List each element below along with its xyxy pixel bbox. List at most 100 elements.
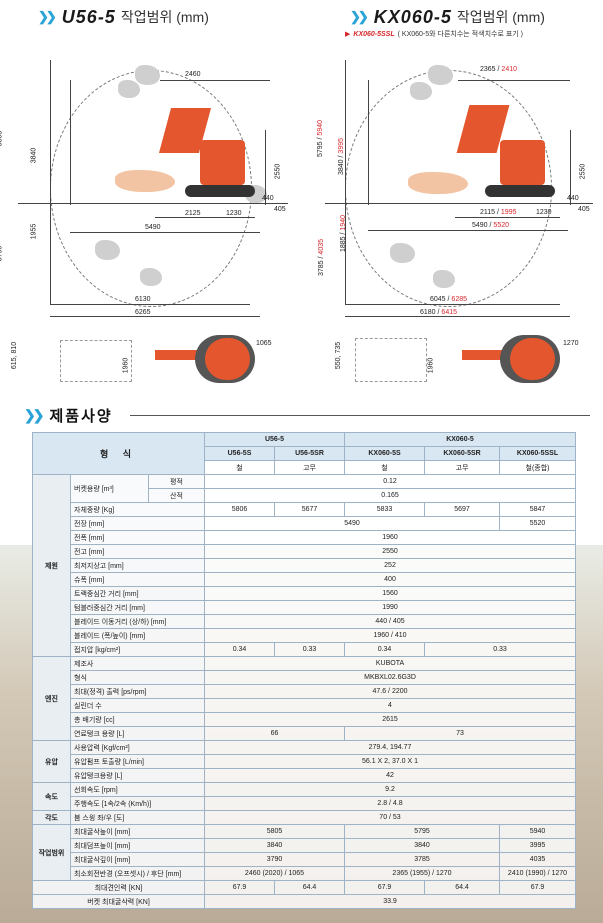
table-row: 각도 붐 스윙 좌/우 [도]70 / 53 bbox=[32, 810, 577, 825]
table-cell: 2365 (1955) / 1270 bbox=[344, 866, 501, 881]
table-cell: 1560 bbox=[203, 586, 577, 601]
table-cell: 3790 bbox=[203, 852, 346, 867]
right-model-name: KX060-5 bbox=[373, 6, 452, 27]
category-cell: 각도 bbox=[32, 810, 71, 825]
top-view-cab bbox=[510, 338, 555, 380]
ghost-bucket bbox=[95, 240, 120, 260]
table-cell: KUBOTA bbox=[203, 656, 577, 671]
table-cell: 5806 bbox=[204, 502, 275, 517]
table-cell: 2550 bbox=[203, 544, 577, 559]
table-cell: 64.4 bbox=[424, 880, 501, 895]
table-cell: 400 bbox=[203, 572, 577, 587]
table-cell: 66 bbox=[203, 726, 346, 741]
table-cell: 0.34 bbox=[204, 642, 275, 657]
chevron-icon: ❯❯ bbox=[350, 9, 369, 24]
spec-section-header: ❯❯ 제품사양 bbox=[24, 405, 113, 426]
table-row: 주행속도 [1속/2속 (Km/h)]2.8 / 4.8 bbox=[33, 796, 577, 811]
row-label: 최대굴삭높이 [mm] bbox=[70, 824, 205, 839]
chevron-icon: ❯❯ bbox=[24, 407, 45, 423]
top-view-cab bbox=[205, 338, 250, 380]
table-row: 트랙중심간 거리 [mm]1560 bbox=[33, 586, 577, 601]
category-cell: 유압 bbox=[32, 740, 71, 783]
excavator-track bbox=[185, 185, 255, 197]
row-label: 블레이드 이동거리 (상/하) [mm] bbox=[70, 614, 205, 629]
table-cell: 3840 bbox=[203, 838, 346, 853]
track-type-cell: 고무 bbox=[273, 460, 346, 475]
dim-height-total: 5795 / 5940 bbox=[317, 120, 324, 157]
dim-reach-ground: 5490 bbox=[145, 224, 161, 231]
dim-turn-radius: 1270 bbox=[563, 340, 579, 347]
table-cell: 64.4 bbox=[273, 880, 346, 895]
table-cell: 252 bbox=[203, 558, 577, 573]
top-view-offset bbox=[60, 340, 132, 382]
track-type-cell: 철(종합) bbox=[499, 460, 577, 475]
table-cell: 0.165 bbox=[203, 488, 577, 503]
row-label: 텀블러중심간 거리 [mm] bbox=[70, 600, 205, 615]
table-row: 전장 [mm] 5490 5520 bbox=[33, 516, 577, 531]
table-cell: MKBXL02.6G3D bbox=[203, 670, 577, 685]
table-cell: 4 bbox=[203, 698, 577, 713]
table-row: 텀블러중심간 거리 [mm]1990 bbox=[33, 600, 577, 615]
dim-depth-total: 3785 / 4035 bbox=[318, 239, 325, 276]
dim-line bbox=[345, 304, 560, 305]
row-label: 주행속도 [1속/2속 (Km/h)] bbox=[70, 796, 205, 811]
table-cell: 42 bbox=[203, 768, 577, 783]
dim-cab-height: 2550 bbox=[274, 163, 282, 180]
ghost-bucket bbox=[428, 65, 453, 85]
left-header-title: 작업범위 (mm) bbox=[120, 9, 209, 25]
table-cell: 1990 bbox=[203, 600, 577, 615]
row-label: 유압탱크용량 [L] bbox=[70, 768, 205, 783]
ground-line bbox=[325, 203, 593, 204]
table-row: 최소회전반경 (오프셋시) / 후단 [mm] 2460 (2020) / 10… bbox=[33, 866, 577, 881]
col-form: 형 식 bbox=[32, 432, 205, 475]
table-row: 속도 선회속도 [rpm]9.2 bbox=[32, 782, 577, 811]
table-cell: 3785 bbox=[344, 852, 501, 867]
table-row: 슈폭 [mm]400 bbox=[33, 572, 577, 587]
dim-width: 1960 bbox=[427, 357, 435, 374]
dim-height-total: 5805 bbox=[0, 130, 4, 147]
row-label: 버켓 최대굴삭력 [KN] bbox=[32, 894, 205, 909]
row-label: 접지압 [kg/cm²] bbox=[70, 642, 205, 657]
row-label: 실린더 수 bbox=[70, 698, 205, 713]
model-cell: U56-5S bbox=[204, 446, 275, 461]
dim-height-upper: 3840 / 3995 bbox=[338, 138, 345, 175]
table-row: 전고 [mm]2550 bbox=[33, 544, 577, 559]
ghost-bucket bbox=[390, 243, 415, 263]
ghost-bucket bbox=[410, 82, 432, 100]
top-view-boom bbox=[155, 350, 200, 360]
category-cell: 속도 bbox=[32, 782, 71, 811]
dim-depth-vertical: 1955 bbox=[30, 223, 38, 240]
group-kx060: KX060-5 bbox=[344, 432, 577, 447]
dim-line bbox=[265, 130, 266, 205]
table-row: 유압펌프 토출량 [L/min]56.1 X 2, 37.0 X 1 bbox=[33, 754, 577, 769]
row-label: 최소회전반경 (오프셋시) / 후단 [mm] bbox=[70, 866, 205, 881]
table-cell: 33.9 bbox=[203, 894, 577, 909]
arrow-icon: ▶ bbox=[345, 31, 351, 38]
dim-tail-b: 1230 bbox=[536, 209, 552, 216]
excavator-track bbox=[485, 185, 555, 197]
dim-line bbox=[455, 217, 560, 218]
row-sublabel: 산적 bbox=[148, 488, 205, 503]
model-cell: KX060-5S bbox=[344, 446, 426, 461]
ground-line bbox=[18, 203, 288, 204]
dim-turn-radius: 1065 bbox=[256, 340, 272, 347]
table-cell: 47.6 / 2200 bbox=[203, 684, 577, 699]
dim-reach-max: 6045 / 6285 bbox=[430, 296, 467, 303]
dim-blade-up: 440 bbox=[262, 195, 274, 202]
dim-line bbox=[368, 80, 369, 205]
table-cell: 4035 bbox=[499, 852, 577, 867]
dim-line bbox=[50, 304, 250, 305]
dim-depth-total: 3790 bbox=[0, 245, 4, 262]
ghost-arm bbox=[408, 172, 468, 194]
table-cell: 440 / 405 bbox=[203, 614, 577, 629]
row-label: 블레이드 (폭/높이) [mm] bbox=[70, 628, 205, 643]
ghost-bucket bbox=[433, 270, 455, 288]
table-cell: 279.4, 194.77 bbox=[203, 740, 577, 755]
